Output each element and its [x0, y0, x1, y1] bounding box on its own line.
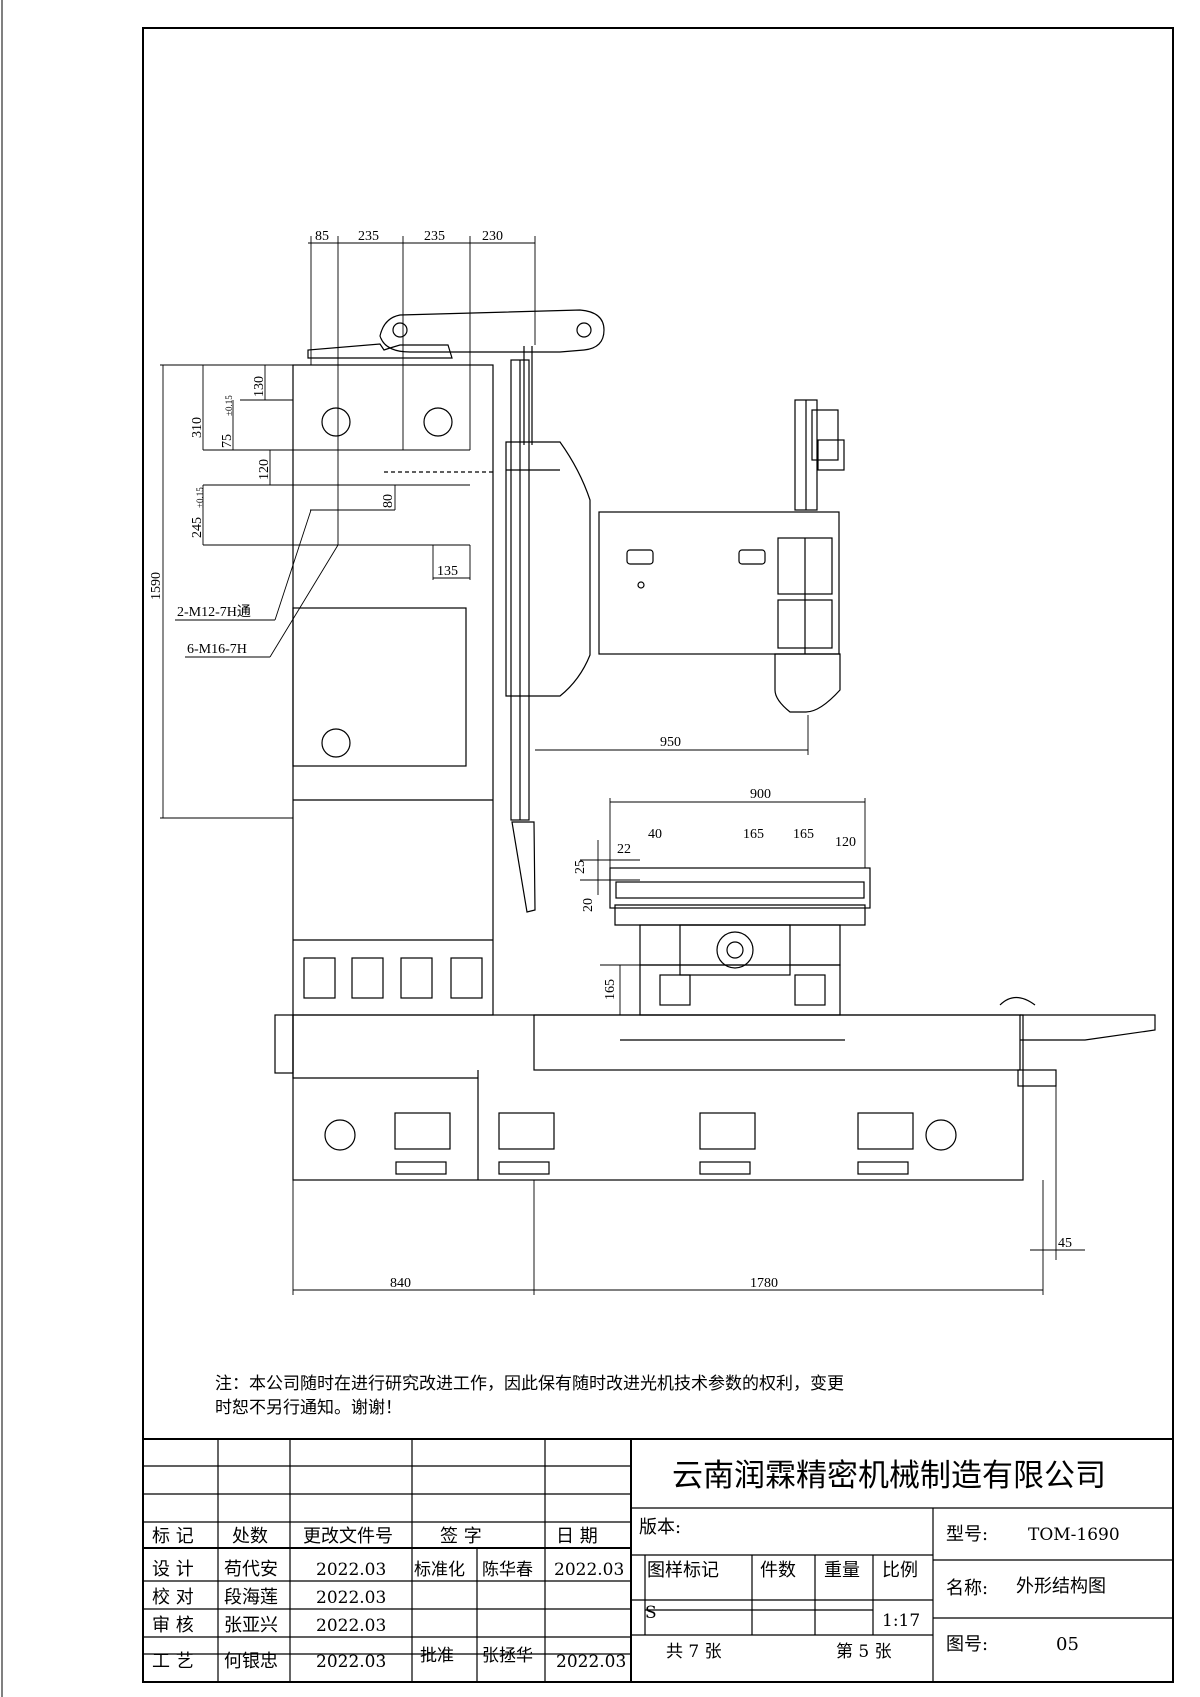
- name-label: 名称:: [946, 1578, 988, 1599]
- sheet-border: [142, 27, 1174, 1683]
- mark-value: S: [645, 1603, 657, 1623]
- role-standard: 标准化: [414, 1560, 465, 1580]
- headstock-carriage: [505, 441, 591, 697]
- dim-top-1: 85: [315, 229, 329, 244]
- weight-label: 重量: [824, 1560, 860, 1581]
- date-approve: 2022.03: [556, 1652, 626, 1672]
- column-hole: [423, 407, 453, 437]
- dim-25: 25: [573, 860, 588, 874]
- scale-label: 比例: [882, 1560, 918, 1581]
- dimension-lines: [160, 236, 1085, 1295]
- dim-165b: 165: [793, 827, 814, 842]
- callout-m16: 6-M16-7H: [187, 642, 247, 657]
- revision-note: 注：本公司随时在进行研究改进工作，因此保有随时改进光机技术参数的权利，变更 时恕…: [215, 1372, 975, 1420]
- dim-40: 40: [648, 827, 662, 842]
- company-name: 云南润霖精密机械制造有限公司: [672, 1458, 1106, 1494]
- dim-165a: 165: [743, 827, 764, 842]
- dim-245: 245: [190, 517, 205, 538]
- dim-75: 75: [220, 434, 235, 448]
- dim-120: 120: [257, 459, 272, 480]
- dim-165-saddle: 165: [603, 979, 618, 1000]
- rev-header-docno: 更改文件号: [303, 1526, 393, 1547]
- rev-header-date: 日 期: [556, 1526, 598, 1547]
- qty-label: 件数: [760, 1560, 796, 1581]
- role-approve: 批准: [420, 1646, 454, 1666]
- column-window: [292, 607, 467, 767]
- dim-130: 130: [252, 376, 267, 397]
- date-standard: 2022.03: [554, 1560, 624, 1580]
- pulley-arm: [379, 309, 605, 353]
- rev-header-mark: 标 记: [152, 1526, 194, 1547]
- model-value: TOM-1690: [1028, 1525, 1120, 1545]
- role-process: 工 艺: [152, 1651, 194, 1672]
- saddle: [639, 964, 841, 1016]
- version-label: 版本:: [639, 1517, 681, 1538]
- dim-top-4: 230: [482, 229, 503, 244]
- date-review: 2022.03: [316, 1616, 386, 1636]
- dim-840: 840: [390, 1276, 411, 1291]
- dim-top-3: 235: [424, 229, 445, 244]
- rev-header-sign: 签 字: [440, 1526, 482, 1547]
- headstock: [598, 511, 840, 655]
- role-check: 校 对: [152, 1587, 194, 1608]
- worktable: [609, 867, 871, 909]
- name-review: 张亚兴: [224, 1615, 278, 1636]
- dim-135: 135: [437, 564, 458, 579]
- dim-950: 950: [660, 735, 681, 750]
- name-design: 苟代安: [224, 1559, 278, 1580]
- model-label: 型号:: [946, 1524, 988, 1545]
- mark-label: 图样标记: [647, 1560, 719, 1581]
- date-check: 2022.03: [316, 1588, 386, 1608]
- dimension-texts: 85 235 235 230 130 310 75 ±0.15 120 245 …: [149, 229, 1072, 1291]
- dim-120-table: 120: [835, 835, 856, 850]
- dim-top-2: 235: [358, 229, 379, 244]
- dim-80: 80: [381, 494, 396, 508]
- dim-245-tol: ±0.15: [195, 487, 205, 508]
- spindle-nose: [774, 653, 841, 713]
- name-process: 何银忠: [224, 1651, 278, 1672]
- column-hole: [321, 728, 351, 758]
- rev-header-count: 处数: [232, 1526, 268, 1547]
- note-line-2: 时恕不另行通知。谢谢！: [215, 1398, 402, 1418]
- dim-45: 45: [1058, 1236, 1072, 1251]
- dim-1590: 1590: [149, 572, 164, 600]
- scale-value: 1:17: [882, 1611, 920, 1631]
- ballscrew-end: [716, 931, 754, 969]
- sheets-total: 共 7 张: [666, 1642, 722, 1662]
- date-process: 2022.03: [316, 1652, 386, 1672]
- note-line-1: 注：本公司随时在进行研究改进工作，因此保有随时改进光机技术参数的权利，变更: [215, 1374, 844, 1394]
- drawing-no-label: 图号:: [946, 1634, 988, 1655]
- sheet-number: 第 5 张: [836, 1642, 892, 1662]
- dim-75-tol: ±0.15: [224, 395, 234, 416]
- title-block: [142, 1438, 1174, 1683]
- column-body: [292, 364, 494, 1016]
- column-hole: [321, 407, 351, 437]
- role-design: 设 计: [152, 1559, 194, 1580]
- dim-22: 22: [617, 842, 631, 857]
- dim-900: 900: [750, 787, 771, 802]
- dim-1780: 1780: [750, 1276, 778, 1291]
- title-block-text: 云南润霖精密机械制造有限公司 标 记 处数 更改文件号 签 字 日 期 设 计 …: [152, 1458, 1120, 1672]
- name-standard: 陈华春: [482, 1560, 533, 1580]
- callout-m12: 2-M12-7H通: [177, 604, 251, 620]
- date-design: 2022.03: [316, 1560, 386, 1580]
- name-value: 外形结构图: [1016, 1576, 1106, 1597]
- dim-20: 20: [581, 898, 596, 912]
- name-check: 段海莲: [224, 1587, 278, 1608]
- name-approve: 张拯华: [482, 1646, 533, 1666]
- machine-drawing: [160, 236, 1156, 1295]
- drawing-no-value: 05: [1056, 1634, 1079, 1655]
- role-review: 审 核: [152, 1615, 194, 1636]
- dim-310: 310: [190, 417, 205, 438]
